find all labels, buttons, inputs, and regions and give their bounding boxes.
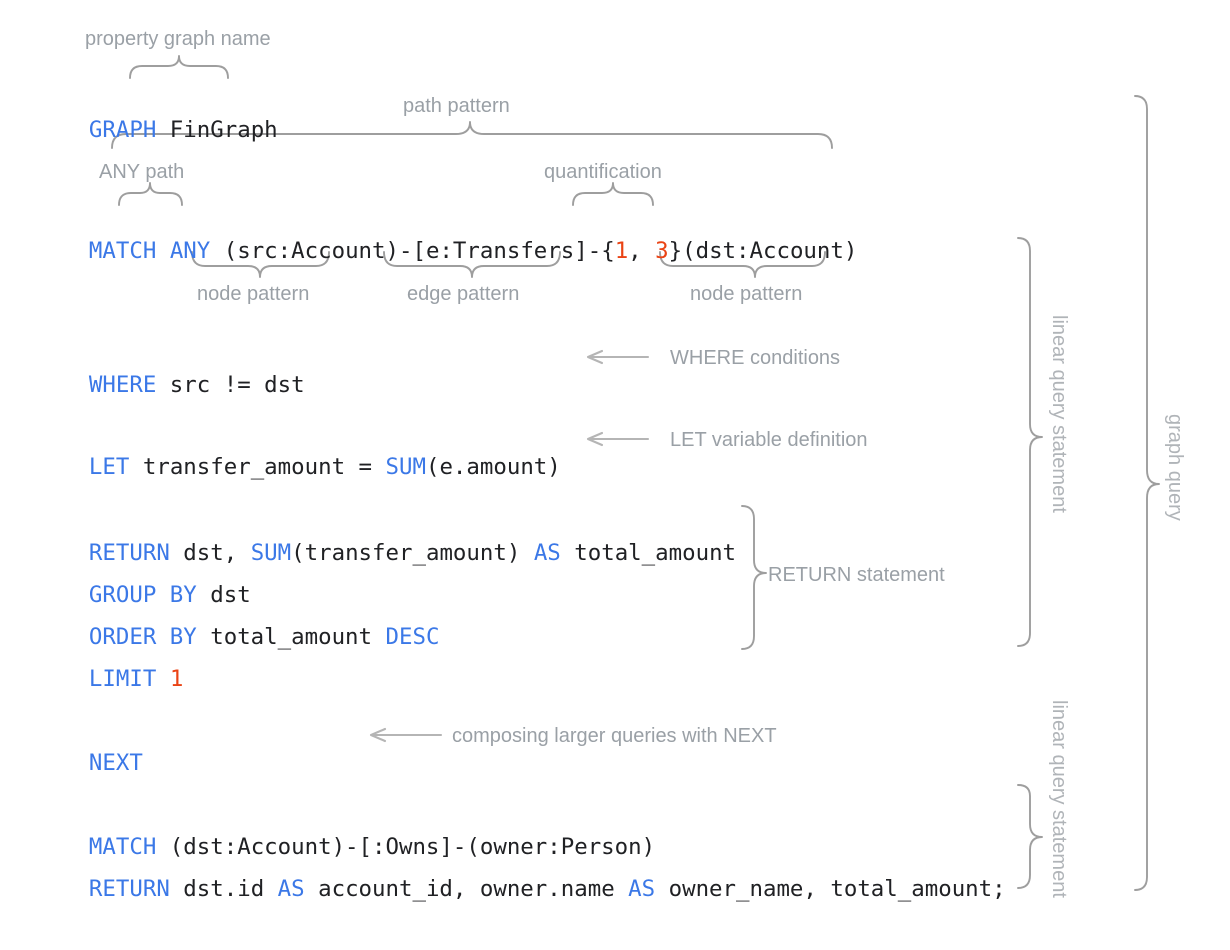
code-line-where: WHERE src != dst: [35, 343, 305, 427]
label-path-pattern: path pattern: [403, 95, 510, 117]
token-keyword: MATCH: [88, 238, 157, 264]
token-plain: ,: [628, 238, 656, 264]
token-plain: dst: [196, 582, 251, 608]
token-plain: dst,: [169, 540, 251, 566]
brace-graph-query: [1134, 95, 1160, 891]
brace-property-graph-name: [129, 55, 229, 79]
token-plain: (e.amount): [425, 454, 561, 480]
token-keyword-as: AS: [628, 876, 656, 902]
token-keyword-desc: DESC: [385, 624, 440, 650]
token-keyword: RETURN: [88, 540, 170, 566]
token-keyword: ORDER BY: [88, 624, 197, 650]
token-keyword: MATCH: [88, 834, 157, 860]
arrow-composing-next: [369, 727, 443, 743]
label-node-pattern-right: node pattern: [690, 283, 803, 305]
token-plain: FinGraph: [156, 117, 278, 143]
label-let-variable-definition: LET variable definition: [670, 429, 868, 451]
label-linear-query-statement-1: linear query statement: [1048, 315, 1070, 513]
code-line-let: LET transfer_amount = SUM(e.amount): [35, 425, 561, 509]
token-space: [156, 666, 169, 692]
label-linear-query-statement-2: linear query statement: [1048, 700, 1070, 898]
label-quantification: quantification: [544, 161, 662, 183]
code-line-next: NEXT: [35, 721, 143, 805]
brace-return-statement: [741, 505, 767, 650]
label-composing-next: composing larger queries with NEXT: [452, 725, 777, 747]
code-line-group-by: GROUP BY dst: [35, 553, 251, 637]
code-line-return-2: RETURN dst.id AS account_id, owner.name …: [35, 847, 1006, 931]
brace-quantification: [572, 182, 654, 206]
token-keyword: LET: [88, 454, 130, 480]
token-plain: (transfer_amount): [291, 540, 534, 566]
token-space: [156, 238, 169, 264]
label-property-graph-name: property graph name: [85, 28, 271, 50]
token-plain: (src:Account)-[e:Transfers]-{: [210, 238, 615, 264]
token-function-sum: SUM: [250, 540, 292, 566]
label-node-pattern-left: node pattern: [197, 283, 310, 305]
token-plain: total_amount: [560, 540, 737, 566]
label-edge-pattern: edge pattern: [407, 283, 520, 305]
token-plain: account_id, owner.name: [304, 876, 629, 902]
label-any-path: ANY path: [99, 161, 185, 183]
token-plain: total_amount: [196, 624, 386, 650]
token-plain: }(dst:Account): [668, 238, 858, 264]
code-line-graph: GRAPH FinGraph: [35, 88, 278, 172]
label-graph-query: graph query: [1164, 414, 1186, 521]
token-plain: dst.id: [169, 876, 278, 902]
token-keyword: RETURN: [88, 876, 170, 902]
code-line-limit: LIMIT 1: [35, 637, 183, 721]
token-keyword: GROUP BY: [88, 582, 197, 608]
code-line-match-2: MATCH (dst:Account)-[:Owns]-(owner:Perso…: [35, 805, 655, 889]
arrow-let-variable-definition: [586, 431, 650, 447]
token-keyword: NEXT: [88, 750, 143, 776]
brace-linear-query-statement-1: [1017, 237, 1043, 647]
token-keyword-any: ANY: [169, 238, 211, 264]
label-where-conditions: WHERE conditions: [670, 347, 841, 369]
code-line-order-by: ORDER BY total_amount DESC: [35, 595, 440, 679]
token-keyword-as: AS: [533, 540, 561, 566]
token-keyword-as: AS: [277, 876, 305, 902]
code-line-return-1: RETURN dst, SUM(transfer_amount) AS tota…: [35, 511, 736, 595]
token-plain: transfer_amount =: [129, 454, 386, 480]
code-line-match: MATCH ANY (src:Account)-[e:Transfers]-{1…: [35, 209, 857, 293]
token-plain: (dst:Account)-[:Owns]-(owner:Person): [156, 834, 656, 860]
token-keyword: GRAPH: [88, 117, 157, 143]
brace-any-path: [118, 182, 183, 206]
token-number-max: 3: [655, 238, 669, 264]
brace-linear-query-statement-2: [1017, 784, 1043, 889]
token-function-sum: SUM: [385, 454, 426, 480]
token-plain: src != dst: [156, 372, 305, 398]
token-keyword: WHERE: [88, 372, 157, 398]
arrow-where-conditions: [586, 349, 650, 365]
token-keyword: LIMIT: [88, 666, 157, 692]
token-number-limit: 1: [169, 666, 184, 692]
label-return-statement: RETURN statement: [768, 564, 945, 586]
token-number-min: 1: [614, 238, 629, 264]
token-plain: owner_name, total_amount;: [655, 876, 1006, 902]
